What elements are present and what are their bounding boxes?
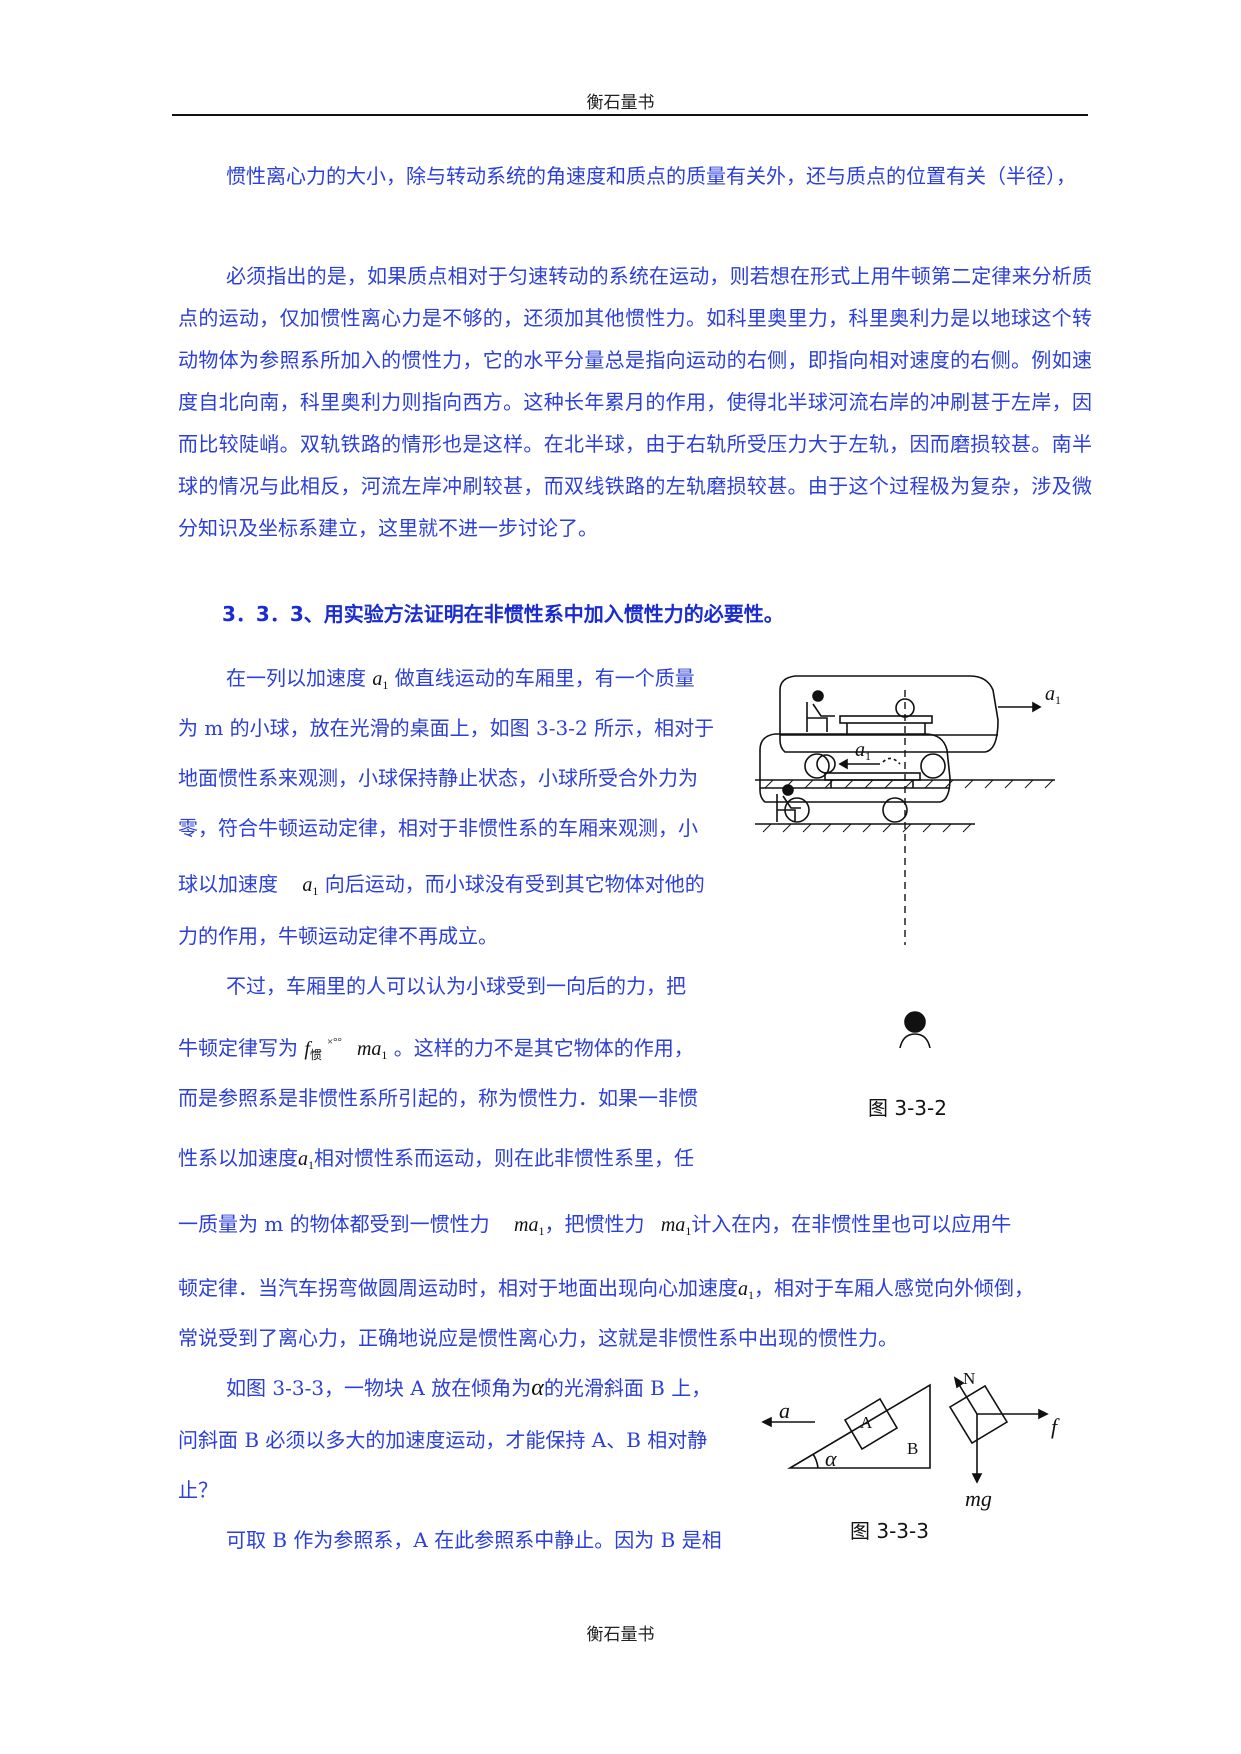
text-line: 问斜面 B 必须以多大的加速度运动，才能保持 A、B 相对静 bbox=[178, 1428, 708, 1452]
text-line: 地面惯性系来观测，小球保持静止状态，小球所受合外力为 bbox=[178, 766, 698, 790]
train-car-upper bbox=[755, 675, 1055, 789]
figure-3-3-2: a1 a1 bbox=[755, 675, 1061, 1049]
accel-label: a bbox=[779, 1398, 790, 1423]
block-a bbox=[843, 1397, 899, 1451]
incline-b bbox=[787, 1383, 931, 1469]
incline-b-label: B bbox=[907, 1439, 918, 1458]
alpha-symbol: α bbox=[531, 1375, 544, 1401]
seated-observer-icon bbox=[776, 784, 801, 822]
text-line: 顿定律．当汽车拐弯做圆周运动时，相对于地面出现向心加速度a1，相对于车厢人感觉向… bbox=[178, 1276, 1034, 1302]
figure-3-3-3: a A B α N f mg bbox=[761, 1370, 1060, 1511]
text-line: 零，符合牛顿运动定律，相对于非惯性系的车厢来观测，小 bbox=[178, 816, 698, 840]
text-line: 不过，车厢里的人可以认为小球受到一向后的力，把 bbox=[226, 974, 686, 998]
inertial-force-label: f bbox=[1051, 1414, 1060, 1439]
inertial-force-symbol: ma1 bbox=[660, 1214, 692, 1238]
text-line: 可取 B 作为参照系，A 在此参照系中静止。因为 B 是相 bbox=[226, 1528, 722, 1552]
figure-caption: 图 3-3-2 bbox=[868, 1096, 947, 1120]
header-rule bbox=[172, 114, 1088, 116]
accel-symbol: a1 bbox=[298, 1148, 314, 1172]
figure-caption: 图 3-3-3 bbox=[850, 1519, 929, 1543]
text-line: 一质量为 m 的物体都受到一惯性力 ma1，把惯性力 ma1计入在内，在非惯性里… bbox=[178, 1212, 1012, 1238]
inertial-force-symbol: ma1 bbox=[514, 1214, 545, 1238]
text-line: 球以加速度 a1 向后运动，而小球没有受到其它物体对他的 bbox=[178, 872, 705, 898]
seated-observer-icon bbox=[806, 690, 835, 732]
text-line: 而是参照系是非惯性系所引起的，称为惯性力．如果一非惯 bbox=[178, 1086, 698, 1110]
alpha-label: α bbox=[825, 1446, 837, 1471]
text-line: 如图 3-3-3，一物块 A 放在倾角为α的光滑斜面 B 上， bbox=[226, 1375, 712, 1401]
text-line: 性系以加速度a1相对惯性系而运动，则在此非惯性系里，任 bbox=[178, 1146, 694, 1172]
text-line: 止？ bbox=[178, 1478, 218, 1502]
accel-label: a1 bbox=[855, 739, 871, 763]
ground-observer-icon bbox=[899, 1011, 931, 1049]
inertial-force-formula: f惯 ×°° ma1 bbox=[304, 1036, 388, 1062]
text-line: 牛顿定律写为 f惯 ×°° ma1 。这样的力不是其它物体的作用， bbox=[178, 1036, 694, 1062]
gravity-label: mg bbox=[965, 1486, 992, 1511]
accel-symbol: a1 bbox=[738, 1278, 754, 1302]
paragraph-coriolis: 必须指出的是，如果质点相对于匀速转动的系统在运动，则若想在形式上用牛顿第二定律来… bbox=[178, 264, 1092, 540]
text-line: 为 m 的小球，放在光滑的桌面上，如图 3-3-2 所示，相对于 bbox=[178, 716, 715, 740]
angle-arc bbox=[812, 1453, 819, 1469]
free-body-block bbox=[948, 1384, 1009, 1445]
text-line: 力的作用，牛顿运动定律不再成立。 bbox=[178, 924, 498, 948]
accel-label: a1 bbox=[1045, 683, 1061, 707]
block-a-label: A bbox=[860, 1413, 873, 1432]
accel-symbol: a1 bbox=[372, 668, 389, 692]
section-heading: 3．3．3、用实验方法证明在非惯性系中加入惯性力的必要性。 bbox=[222, 602, 784, 626]
text-line: 常说受到了离心力，正确地说应是惯性离心力，这就是非惯性系中出现的惯性力。 bbox=[178, 1326, 898, 1350]
text-line: 在一列以加速度 a1 做直线运动的车厢里，有一个质量 bbox=[226, 666, 695, 692]
page-header: 衡石量书 bbox=[586, 93, 655, 113]
train-car-lower bbox=[755, 733, 975, 833]
normal-force-label: N bbox=[963, 1370, 975, 1388]
page-footer: 衡石量书 bbox=[586, 1625, 655, 1645]
paragraph-inertial-centrifugal: 惯性离心力的大小，除与转动系统的角速度和质点的质量有关外，还与质点的位置有关（半… bbox=[226, 164, 1076, 188]
accel-symbol: a1 bbox=[302, 874, 319, 898]
